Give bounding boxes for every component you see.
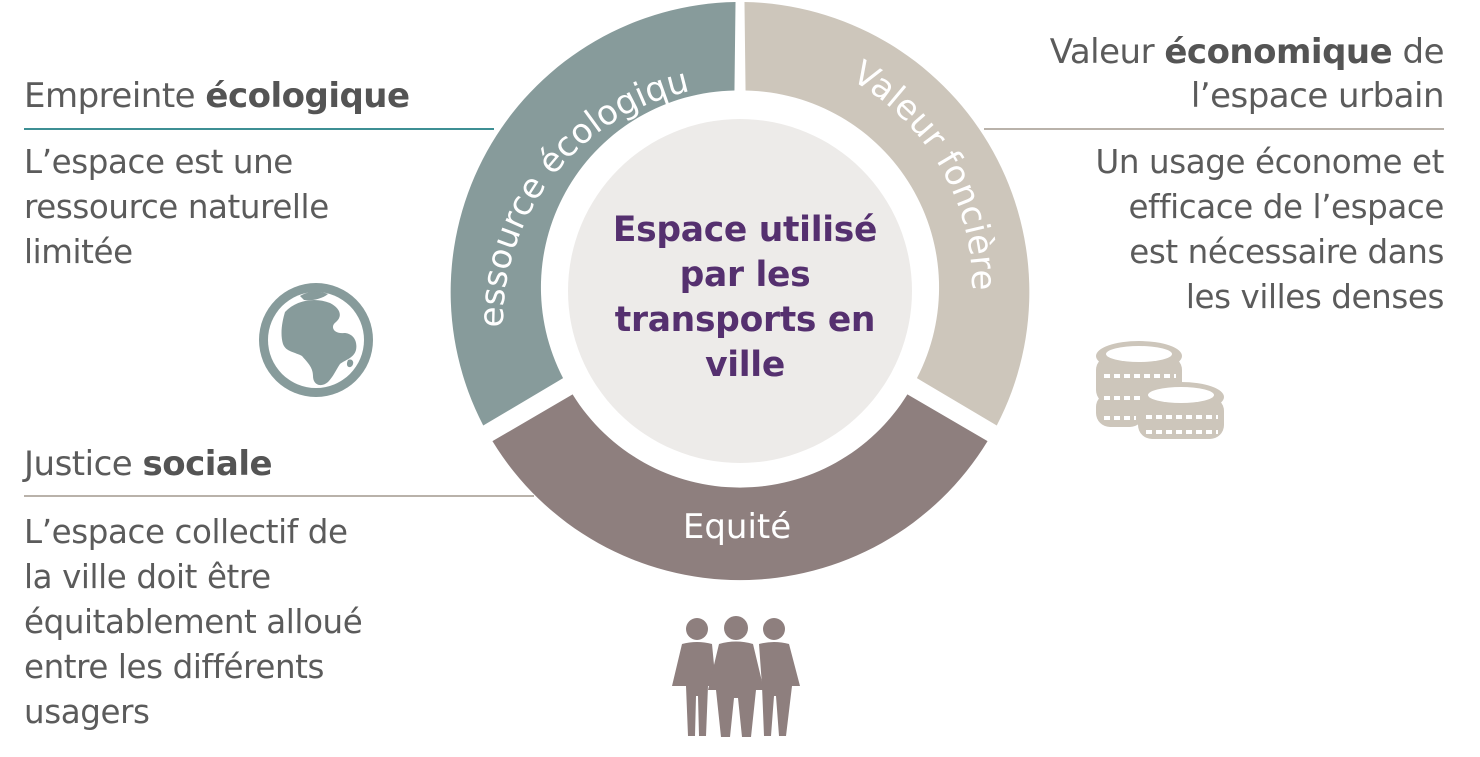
coins-icon	[1096, 341, 1224, 439]
paragraph-line: la ville doit être	[24, 558, 271, 596]
paragraph-line: entre les différents	[24, 648, 325, 686]
heading-valeur-economique: Valeur économique de l’espace urbain	[1049, 30, 1445, 118]
heading-bold-text: économique	[1164, 32, 1393, 72]
people-icon	[672, 616, 800, 737]
heading-normal-text: Valeur	[1049, 32, 1165, 72]
segment-ressource-ecologique	[450, 2, 736, 426]
center-title-line: par les	[679, 255, 811, 295]
heading-bold-text: sociale	[142, 444, 273, 484]
segment-equite	[492, 394, 988, 581]
paragraph-justice: L’espace collectif de la ville doit être…	[24, 510, 363, 735]
heading-line: l’espace urbain	[1190, 76, 1445, 116]
paragraph-line: équitablement alloué	[24, 603, 363, 641]
center-title-line: transports en	[614, 300, 876, 340]
segment-valeur-fonciere	[744, 2, 1030, 426]
heading-empreinte-ecologique: Empreinte écologique	[24, 74, 410, 118]
paragraph-line: L’espace est une	[24, 143, 293, 181]
divider-right-top	[984, 128, 1444, 130]
center-title: Espace utilisé par les transports en vil…	[580, 208, 910, 388]
heading-normal-text: Justice	[24, 444, 143, 484]
paragraph-line: est nécessaire dans	[1129, 233, 1444, 271]
center-title-line: Espace utilisé	[612, 210, 878, 250]
center-disk	[568, 119, 912, 463]
divider-left-top	[24, 128, 494, 130]
paragraph-line: ressource naturelle	[24, 188, 329, 226]
paragraph-line: les villes denses	[1185, 278, 1445, 316]
heading-bold-text: écologique	[205, 76, 410, 116]
paragraph-line: efficace de l’espace	[1128, 188, 1444, 226]
heading-justice-sociale: Justice sociale	[24, 442, 273, 486]
heading-line: Valeur économique de	[1049, 30, 1445, 74]
globe-icon	[259, 283, 373, 397]
heading-normal-text: Empreinte	[24, 76, 206, 116]
paragraph-line: Un usage économe et	[1095, 143, 1445, 181]
ring-label-equite: Equité	[683, 507, 791, 547]
paragraph-valeur: Un usage économe et efficace de l’espace…	[1095, 140, 1445, 320]
divider-left-bottom	[24, 495, 534, 497]
paragraph-line: L’espace collectif de	[24, 513, 348, 551]
heading-normal-text: de	[1392, 32, 1444, 72]
paragraph-line: limitée	[24, 233, 133, 271]
paragraph-line: usagers	[24, 693, 150, 731]
paragraph-empreinte: L’espace est une ressource naturelle lim…	[24, 140, 329, 275]
center-title-line: ville	[705, 345, 785, 385]
